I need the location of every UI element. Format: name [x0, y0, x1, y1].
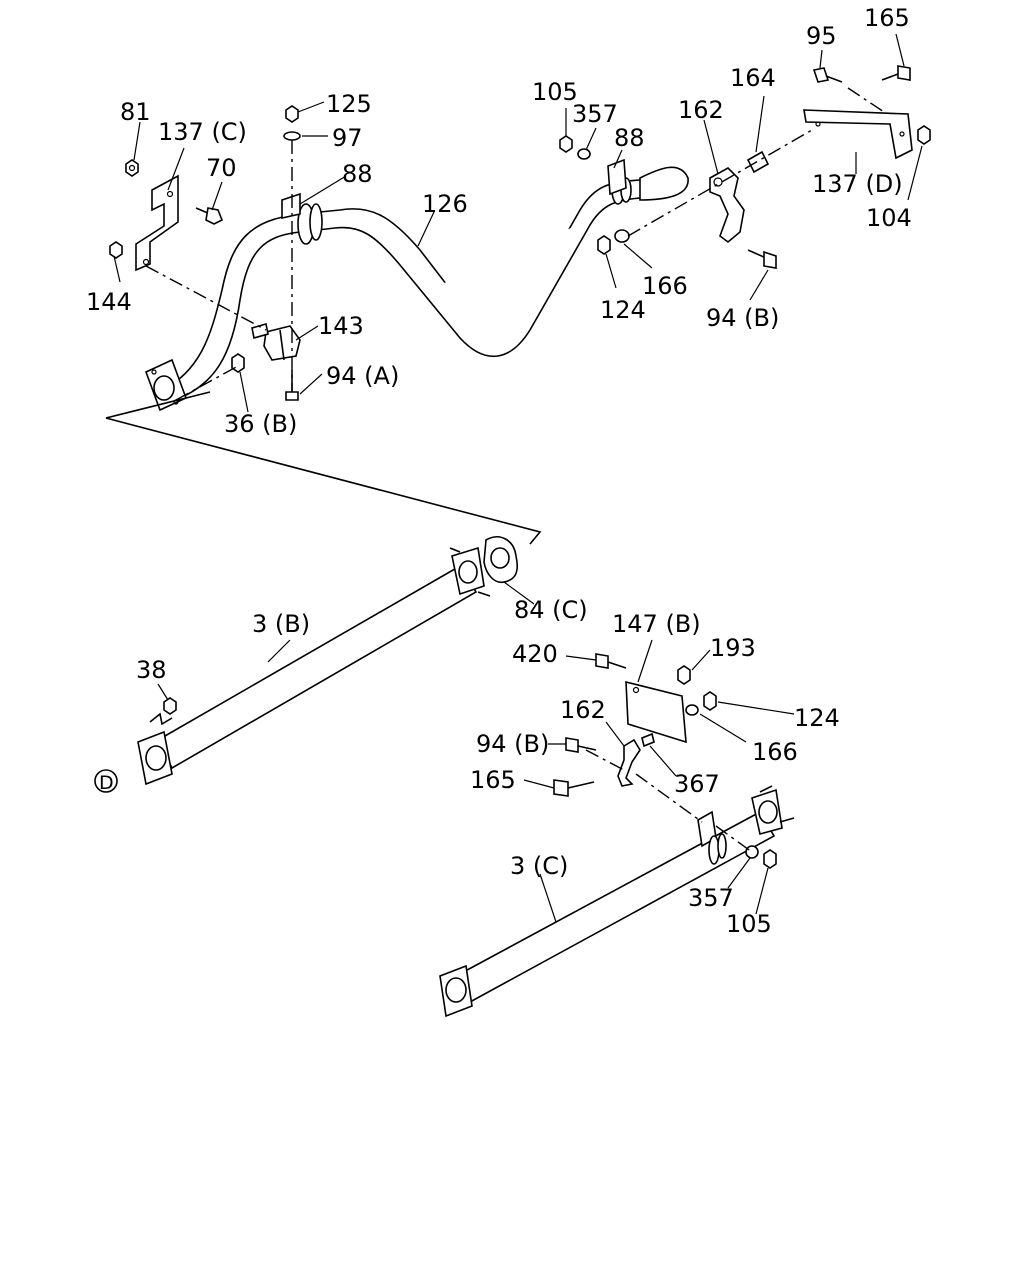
label-193: 193 [710, 634, 756, 662]
nut-38 [163, 697, 177, 715]
bolt-165-upper [881, 65, 911, 81]
nut-193 [677, 665, 691, 685]
label-124-upper: 124 [600, 296, 646, 324]
nut-124-upper [597, 235, 611, 255]
label-125: 125 [326, 90, 372, 118]
label-104: 104 [866, 204, 912, 232]
label-3c: 3 (C) [510, 852, 568, 880]
nut-81 [125, 159, 139, 177]
label-137c: 137 (C) [158, 118, 247, 146]
rear-pipe-3c [439, 785, 795, 1018]
label-94b-lower: 94 (B) [476, 730, 549, 758]
label-357-lower: 357 [688, 884, 734, 912]
label-124-lower: 124 [794, 704, 840, 732]
label-165-upper: 165 [864, 4, 910, 32]
hanger-88-left [281, 105, 301, 219]
rubber-mount-143 [251, 322, 301, 361]
bracket-147b [625, 680, 687, 744]
label-166-upper: 166 [642, 272, 688, 300]
bolt-165-lower [553, 779, 595, 797]
label-144: 144 [86, 288, 132, 316]
label-367: 367 [674, 770, 720, 798]
collar-164 [746, 150, 770, 174]
bracket-162-lower [617, 738, 641, 787]
label-70: 70 [206, 154, 237, 182]
nut-105-upper [559, 135, 573, 153]
washer-166-lower [685, 704, 699, 716]
washer-166-upper [614, 229, 630, 243]
nut-104 [917, 125, 931, 145]
label-95: 95 [806, 22, 837, 50]
label-84c: 84 (C) [514, 596, 588, 624]
nut-144 [109, 241, 123, 259]
washer-357-lower [745, 845, 759, 859]
label-105-lower: 105 [726, 910, 772, 938]
label-147b: 147 (B) [612, 610, 701, 638]
bracket-137c [135, 174, 179, 272]
label-97: 97 [332, 124, 363, 152]
label-88-left: 88 [342, 160, 373, 188]
bolt-420 [595, 653, 627, 669]
label-3b: 3 (B) [252, 610, 310, 638]
bolt-94b-upper [747, 249, 777, 269]
dashed-center-lines [145, 87, 885, 853]
center-pipe-3b [137, 546, 491, 786]
pin-367 [641, 732, 655, 748]
label-36b: 36 (B) [224, 410, 297, 438]
bolt-94b-lower [565, 737, 597, 753]
label-88-right: 88 [614, 124, 645, 152]
leader-lines [113, 33, 923, 923]
nut-105-lower [763, 849, 777, 869]
bracket-137d [803, 109, 913, 160]
label-357-upper: 357 [572, 100, 618, 128]
nut-36b [231, 353, 245, 373]
label-94a: 94 (A) [326, 362, 399, 390]
washer-357-upper [577, 148, 591, 160]
reference-marker-d [94, 769, 118, 793]
label-162-upper: 162 [678, 96, 724, 124]
connection-line [105, 391, 542, 726]
part-labels: 81 137 (C) 70 144 125 97 88 143 94 (A) 3… [86, 4, 912, 938]
nut-124-lower [703, 691, 717, 711]
hanger-88-right [607, 158, 627, 196]
bolt-70 [195, 207, 224, 225]
label-126: 126 [422, 190, 468, 218]
bolt-95 [812, 67, 843, 83]
label-420: 420 [512, 640, 558, 668]
bracket-162-upper [709, 167, 745, 244]
gasket-84c [483, 536, 519, 584]
label-81: 81 [120, 98, 151, 126]
label-165-lower: 165 [470, 766, 516, 794]
label-d: D [99, 772, 114, 794]
label-38: 38 [136, 656, 167, 684]
label-137d: 137 (D) [812, 170, 903, 198]
label-162-lower: 162 [560, 696, 606, 724]
label-105-upper: 105 [532, 78, 578, 106]
label-94b-upper: 94 (B) [706, 304, 779, 332]
label-164: 164 [730, 64, 776, 92]
label-143: 143 [318, 312, 364, 340]
label-166-lower: 166 [752, 738, 798, 766]
